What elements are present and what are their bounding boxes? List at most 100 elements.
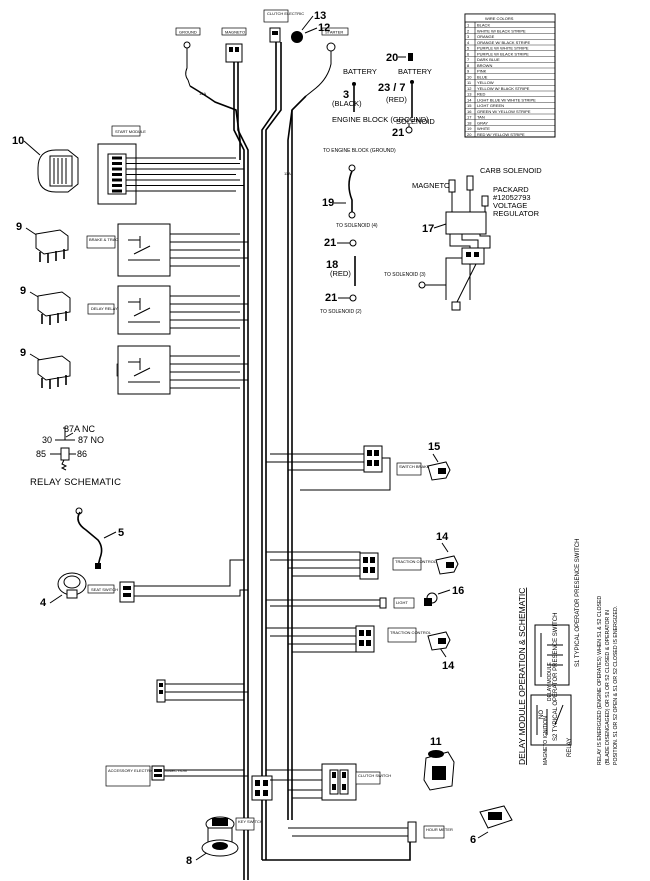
vr-voltage-label: VOLTAGE bbox=[493, 201, 527, 210]
relay-component-3 bbox=[37, 355, 71, 389]
clutch-switch-label-box bbox=[355, 771, 381, 785]
callout-14-b: 14 bbox=[442, 660, 455, 672]
relay-pin-86: 86 bbox=[77, 449, 87, 459]
legend-number: 7 bbox=[467, 57, 470, 62]
delay-module-schematic: DELAY MODULE OPERATION & SCHEMATIC S1 TY… bbox=[517, 539, 619, 765]
legend-color-name: WHITE bbox=[477, 126, 490, 131]
legend-color-name: PINK bbox=[477, 69, 487, 74]
cable-red-label: (RED) bbox=[330, 269, 351, 278]
legend-number: 1 bbox=[467, 23, 470, 28]
top-connectors: GROUND MAGNETO CLUTCH ELECTRIC STARTER 1… bbox=[175, 9, 349, 97]
battery-red-label: (RED) bbox=[386, 95, 407, 104]
to-solenoid-4-label: TO SOLENOID (4) bbox=[336, 223, 378, 229]
solenoid-label: SOLENOID bbox=[396, 117, 435, 126]
switch-brake-label-box bbox=[396, 462, 422, 476]
clutch-electric-label: CLUTCH ELECTRIC bbox=[267, 11, 304, 16]
legend-color-name: LIGHT GREEN bbox=[477, 103, 504, 108]
brake-switch-component bbox=[427, 461, 451, 481]
legend-title: WIRE COLORS bbox=[485, 16, 514, 21]
legend-color-name: DARK BLUE bbox=[477, 57, 500, 62]
legend-number: 6 bbox=[467, 51, 470, 56]
brake-relay-label: BRAKE & TRACTION RELAY bbox=[89, 237, 142, 242]
to-solenoid-3-label: TO SOLENOID (3) bbox=[384, 272, 426, 278]
callout-5: 5 bbox=[118, 527, 124, 539]
clutch-switch-label: CLUTCH SWITCH bbox=[358, 773, 391, 778]
callout-10: 10 bbox=[12, 135, 24, 147]
legend-color-name: LIGHT BLUE W/ WHITE STRIPE bbox=[477, 97, 536, 102]
relay-component-2 bbox=[37, 291, 71, 325]
callout-16: 16 bbox=[452, 585, 464, 597]
callout-9-a: 9 bbox=[16, 221, 22, 233]
vr-carb-label: CARB SOLENOID bbox=[480, 166, 542, 175]
legend-number: 9 bbox=[467, 69, 470, 74]
legend-number: 5 bbox=[467, 46, 470, 51]
callout-20: 20 bbox=[386, 52, 398, 64]
callout-11: 11 bbox=[430, 736, 442, 748]
legend-color-name: GREEN W/ YELLOW STRIPE bbox=[477, 109, 531, 114]
clutch-label-box bbox=[263, 9, 289, 23]
starter-ring-terminal bbox=[326, 42, 336, 52]
seat-switch-component bbox=[57, 572, 87, 599]
legend-number: 3 bbox=[467, 34, 470, 39]
traction-control-1-label: TRACTION CONTROL bbox=[395, 559, 437, 564]
vr-packard-label: PACKARD bbox=[493, 185, 529, 194]
magneto-label-box bbox=[221, 27, 247, 36]
legend-number: 12 bbox=[467, 86, 472, 91]
vr-magneto-label: MAGNETO bbox=[412, 181, 450, 190]
battery-black-label: (BLACK) bbox=[332, 99, 362, 108]
legend-number: 13 bbox=[467, 92, 472, 97]
light-label: LIGHT bbox=[396, 600, 408, 605]
legend-color-name: BROWN bbox=[477, 63, 492, 68]
legend-color-name: YELLOW bbox=[477, 80, 494, 85]
legend-number: 8 bbox=[467, 63, 470, 68]
light-label-box bbox=[393, 597, 415, 609]
ground-ring-terminal bbox=[183, 41, 191, 49]
legend-color-name: YELLOW W/ BLACK STRIPE bbox=[477, 86, 530, 91]
traction-switch-component-2 bbox=[427, 631, 451, 651]
delay-note-1: RELAY IS ENERGIZED (ENGINE OPERATES) WHE… bbox=[597, 596, 603, 765]
callout-3: 3 bbox=[343, 89, 349, 101]
delay-s2-label: S2 TYPICAL OPERATOR PRESENCE SWITCH bbox=[553, 613, 559, 741]
vr-regulator-label: REGULATOR bbox=[493, 209, 540, 218]
callout-21-b: 21 bbox=[324, 237, 336, 249]
relay-pin-85: 85 bbox=[36, 449, 46, 459]
legend-number: 10 bbox=[467, 74, 472, 79]
callout-21-a: 21 bbox=[392, 127, 404, 139]
engine-block-label: ENGINE BLOCK (GROUND) bbox=[332, 115, 429, 124]
hour-meter-label: HOUR METER bbox=[426, 827, 453, 832]
start-module-label-box bbox=[111, 125, 141, 137]
starter-label: STARTER bbox=[325, 30, 343, 35]
legend-color-name: BLUE bbox=[477, 74, 488, 79]
legend-number: 16 bbox=[467, 109, 472, 114]
delay-relay-label-box bbox=[87, 303, 115, 315]
ground-label: GROUND bbox=[179, 30, 197, 35]
relay-pin-87a: 87A NC bbox=[64, 424, 96, 434]
callout-23-7: 23 / 7 bbox=[378, 82, 406, 94]
callout-21-c: 21 bbox=[325, 292, 337, 304]
battery-label-left: BATTERY bbox=[343, 67, 377, 76]
key-switch-label-box bbox=[235, 817, 255, 831]
legend-number: 20 bbox=[467, 132, 472, 137]
seat-switch-label-box bbox=[87, 584, 115, 594]
brake-traction-relay-block bbox=[117, 223, 171, 277]
legend-color-name: RED bbox=[477, 92, 486, 97]
callout-19: 19 bbox=[322, 197, 334, 209]
legend-number: 15 bbox=[467, 103, 472, 108]
delay-note-2: (BLADE DISENGAGED) OR S1 OR S2 CLOSED & … bbox=[605, 610, 611, 765]
left-components: 10 9 9 9 87A NC 30 bbox=[12, 135, 273, 867]
key-switch-connector bbox=[251, 775, 273, 801]
delay-module-label: DELAY MODULE bbox=[547, 662, 553, 701]
legend-number: 18 bbox=[467, 120, 472, 125]
accessory-connector bbox=[151, 765, 165, 781]
relay-pin-87: 87 NO bbox=[78, 435, 104, 445]
traction-control-2-label: TRACTION CONTROL bbox=[390, 630, 432, 635]
traction-control-2-connector bbox=[355, 625, 375, 653]
legend-color-name: WHITE W/ BLACK STRIPE bbox=[477, 28, 526, 33]
delay-relay-label: DELAY RELAY bbox=[91, 306, 118, 311]
main-harness: 16A 11A START MODULE BRAKE & TRACTION RE… bbox=[86, 42, 307, 880]
delay-no-label: NO bbox=[539, 710, 545, 719]
delay-relay-label: RELAY bbox=[567, 738, 573, 757]
start-module-label: START MODULE bbox=[115, 129, 146, 134]
